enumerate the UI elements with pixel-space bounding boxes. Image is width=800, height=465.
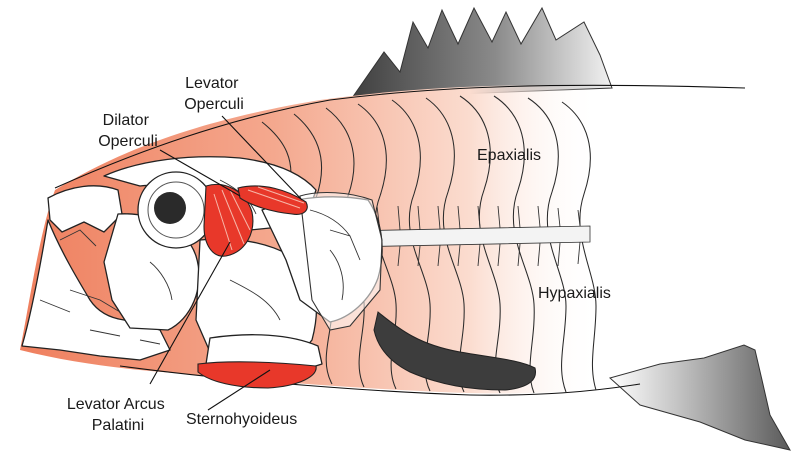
dilator-operculi-label-line2: Operculi — [98, 133, 158, 150]
dorsal-outline — [54, 84, 746, 189]
dorsal-fin — [351, 6, 613, 99]
sternohyoideus-leader — [207, 369, 271, 411]
dilator-operculi-leader — [159, 149, 241, 197]
levator-arcus-palatini-label-line1: Levator Arcus — [67, 396, 165, 413]
levator-operculi-label-line1: Levator — [185, 75, 239, 92]
dilator-operculi-muscle — [203, 184, 254, 257]
dilator-operculi-label: Dilator Operculi — [98, 112, 158, 150]
hypaxialis-label: Hypaxialis — [538, 285, 611, 302]
levator-arcus-palatini-leader — [149, 241, 231, 385]
levator-operculi-label: Levator Operculi — [184, 75, 244, 113]
levator-operculi-label-line2: Operculi — [184, 96, 244, 113]
eye — [137, 171, 215, 249]
caudal-fin — [608, 344, 791, 451]
levator-operculi-muscle — [237, 185, 308, 215]
levator-operculi-leader — [221, 115, 303, 201]
pectoral-fin — [373, 311, 537, 391]
dilator-operculi-label-line1: Dilator — [103, 112, 150, 129]
epaxialis-label: Epaxialis — [477, 147, 541, 164]
levator-arcus-palatini-label-line2: Palatini — [92, 417, 144, 434]
sternohyoideus-muscle — [197, 361, 317, 389]
sternohyoideus-label: Sternohyoideus — [186, 411, 297, 428]
levator-arcus-palatini-label: Levator Arcus Palatini — [67, 396, 169, 434]
